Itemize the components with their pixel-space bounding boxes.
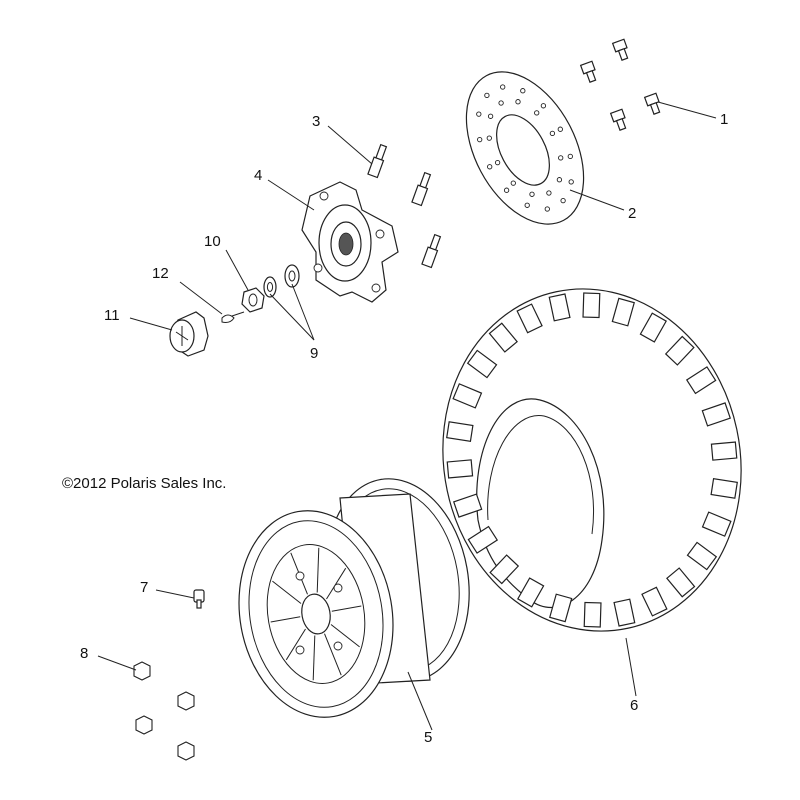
tread-block [446, 421, 474, 443]
rim-spoke [316, 547, 320, 593]
disc-hole [529, 191, 535, 197]
callout-10: 10 [204, 233, 221, 250]
disc-hole [487, 113, 494, 119]
rim-spokes [270, 547, 362, 681]
disc-hole [549, 130, 556, 137]
tread-block [701, 402, 732, 427]
rim-spoke [312, 635, 316, 681]
tread-block [686, 541, 718, 571]
tread-block [452, 383, 483, 409]
disc-hole [540, 103, 547, 109]
disc-hole [557, 126, 563, 132]
callout-labels: 1 2 3 4 5 6 7 8 9 10 11 12 [80, 111, 728, 746]
rim-spoke [324, 633, 342, 676]
callout-7: 7 [140, 579, 148, 596]
tread-block [641, 586, 668, 617]
disc-bolts [579, 38, 661, 131]
tread-block [466, 349, 498, 379]
lug-nuts [133, 661, 195, 761]
disc-hole [520, 88, 526, 94]
tread-block [639, 312, 667, 343]
leader-lines [97, 101, 717, 731]
disc-hole [568, 179, 574, 185]
castle-nut [241, 287, 265, 313]
hub-cap [169, 311, 209, 357]
hub-washers [263, 264, 300, 298]
disc-hole [556, 177, 563, 183]
brake-disc-holes [476, 84, 574, 212]
disc-hole [477, 136, 483, 143]
disc-hole [567, 153, 573, 160]
callout-12: 12 [152, 265, 169, 282]
disc-hole [500, 84, 506, 90]
callout-6: 6 [630, 697, 638, 714]
disc-hole [494, 159, 501, 166]
disc-hole [560, 197, 566, 204]
wheel-hub [301, 181, 399, 303]
valve-stem [193, 589, 205, 609]
rim-spoke [270, 616, 301, 623]
rim-spoke [330, 624, 360, 648]
callout-5: 5 [424, 729, 432, 746]
disc-hole [534, 110, 540, 116]
callout-4: 4 [254, 167, 262, 184]
disc-hole [524, 202, 530, 208]
tread-block [489, 554, 520, 585]
callout-2: 2 [628, 205, 636, 222]
disc-hole [558, 155, 564, 161]
tread-block [452, 493, 483, 518]
disc-hole [476, 111, 482, 117]
tread-block [685, 366, 717, 395]
disc-hole [486, 135, 492, 141]
tire [442, 288, 742, 632]
tread-block [664, 335, 695, 366]
wheel-studs [367, 143, 442, 269]
disc-hole [510, 180, 516, 186]
tread-block [613, 598, 636, 627]
tread-block [467, 525, 499, 554]
cotter-pin [221, 311, 245, 323]
disc-hole [503, 187, 510, 193]
wheel-rim [238, 478, 470, 718]
tread-block [710, 477, 738, 499]
rim-spoke [331, 605, 362, 612]
tread-block [488, 322, 518, 353]
disc-hole [544, 206, 550, 212]
tread-block [582, 292, 601, 319]
tread-block [583, 601, 602, 628]
rim-spoke [285, 628, 306, 661]
disc-hole [487, 164, 493, 170]
tire-tread-blocks [446, 292, 738, 628]
rim-spoke [326, 567, 347, 600]
tread-block [549, 593, 573, 623]
tread-block [666, 567, 696, 598]
tread-block [446, 459, 474, 479]
rim-spoke [272, 580, 302, 604]
tread-block [611, 297, 635, 327]
callout-8: 8 [80, 645, 88, 662]
disc-hole [498, 100, 504, 106]
callout-9: 9 [310, 345, 318, 362]
disc-hole [515, 99, 521, 105]
disc-hole [546, 190, 552, 196]
tread-block [517, 577, 545, 608]
tread-block [548, 293, 571, 322]
callout-1: 1 [720, 111, 728, 128]
callout-3: 3 [312, 113, 320, 130]
copyright-text: ©2012 Polaris Sales Inc. [62, 475, 226, 492]
tread-block [516, 303, 543, 334]
callout-11: 11 [104, 307, 120, 324]
disc-hole [484, 92, 490, 99]
tread-block [710, 441, 738, 461]
brake-disc [465, 71, 585, 225]
tread-block [701, 511, 732, 537]
